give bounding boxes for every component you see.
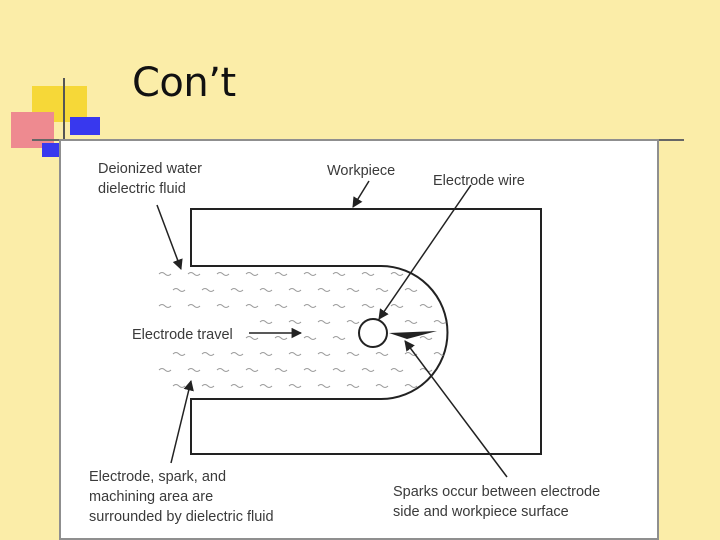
slide-decoration (11, 78, 684, 157)
wave-glyph (187, 368, 201, 372)
wave-glyph (361, 272, 375, 276)
deco-blue-square (42, 143, 60, 157)
wave-glyph (433, 320, 447, 324)
wave-glyph (245, 336, 259, 340)
wave-glyph (390, 272, 404, 276)
wave-glyph (158, 368, 172, 372)
workpiece-arrow (352, 180, 370, 208)
label-surround-line3: surrounded by dielectric fluid (89, 509, 274, 525)
wave-glyph (303, 304, 317, 308)
wave-glyph (172, 352, 186, 356)
wave-glyph (419, 304, 433, 308)
label-surround-line1: Electrode, spark, and (89, 469, 227, 485)
wave-glyph (375, 352, 389, 356)
wave-glyph (361, 304, 375, 308)
label-surrounded: Electrode, spark, and machining area are… (89, 467, 274, 527)
wave-glyph (216, 368, 230, 372)
label-workpiece: Workpiece (327, 163, 396, 179)
wave-glyph (187, 272, 201, 276)
sparks-arrow (404, 340, 508, 478)
wave-glyph (375, 384, 389, 388)
wave-glyph (259, 320, 273, 324)
wave-glyph (332, 368, 346, 372)
wave-glyph (245, 272, 259, 276)
wave-glyph (332, 304, 346, 308)
wave-glyph (375, 288, 389, 292)
wave-glyph (303, 336, 317, 340)
wave-glyph (404, 384, 418, 388)
slide-title: Con’t (132, 60, 236, 106)
wave-glyph (419, 336, 433, 340)
wave-glyph (172, 288, 186, 292)
wave-glyph (172, 384, 186, 388)
wave-glyph (158, 304, 172, 308)
wave-glyph (259, 384, 273, 388)
wave-glyph (303, 368, 317, 372)
wave-glyph (346, 320, 360, 324)
surround-arrow (170, 379, 194, 464)
deco-blue-square-2 (70, 117, 100, 135)
wave-glyph (288, 320, 302, 324)
label-sparks: Sparks occur between electrode side and … (393, 482, 600, 522)
wave-glyph (404, 288, 418, 292)
label-deionized-water: Deionized water dielectric fluid (98, 159, 202, 199)
wave-glyph (274, 368, 288, 372)
wave-glyph (230, 352, 244, 356)
label-deionized-line1: Deionized water (98, 161, 202, 177)
label-sparks-line1: Sparks occur between electrode (393, 484, 601, 500)
wave-glyph (259, 288, 273, 292)
wave-glyph (274, 336, 288, 340)
wave-glyph (346, 384, 360, 388)
wave-glyph (245, 368, 259, 372)
deco-pink-square (11, 112, 54, 148)
wave-glyph (390, 368, 404, 372)
electrode-wire-circle (358, 318, 388, 348)
wave-glyph (259, 352, 273, 356)
label-deionized-line2: dielectric fluid (98, 181, 186, 197)
wave-glyph (245, 304, 259, 308)
wave-glyph (274, 304, 288, 308)
label-electrode-wire: Electrode wire (433, 173, 525, 189)
wave-glyph (274, 272, 288, 276)
wave-glyph (288, 288, 302, 292)
wave-glyph (404, 320, 418, 324)
wave-glyph (201, 352, 215, 356)
diagram-graphics (156, 180, 542, 478)
workpiece-outline (190, 208, 542, 455)
wave-glyph (158, 272, 172, 276)
wave-glyph (201, 384, 215, 388)
wave-glyph (230, 288, 244, 292)
wave-glyph (346, 288, 360, 292)
wave-glyph (201, 288, 215, 292)
wave-glyph (303, 272, 317, 276)
wave-glyph (216, 304, 230, 308)
wave-glyph (317, 352, 331, 356)
wave-glyph (317, 320, 331, 324)
wave-glyph (361, 368, 375, 372)
deionized-arrow (156, 204, 183, 270)
wave-glyph (317, 384, 331, 388)
electrode-wire-arrow (378, 184, 472, 320)
wave-glyph (187, 304, 201, 308)
wave-glyph (390, 304, 404, 308)
label-surround-line2: machining area are (89, 489, 214, 505)
edm-diagram: Deionized water dielectric fluid Workpie… (59, 139, 659, 540)
wave-glyph (216, 272, 230, 276)
spark-symbol (389, 331, 437, 339)
dielectric-fluid-waves (158, 272, 447, 388)
label-sparks-line2: side and workpiece surface (393, 504, 569, 520)
wave-glyph (317, 288, 331, 292)
wave-glyph (332, 336, 346, 340)
label-electrode-travel: Electrode travel (132, 327, 233, 343)
wave-glyph (288, 352, 302, 356)
wave-glyph (230, 384, 244, 388)
wave-glyph (288, 384, 302, 388)
wave-glyph (346, 352, 360, 356)
wave-glyph (332, 272, 346, 276)
